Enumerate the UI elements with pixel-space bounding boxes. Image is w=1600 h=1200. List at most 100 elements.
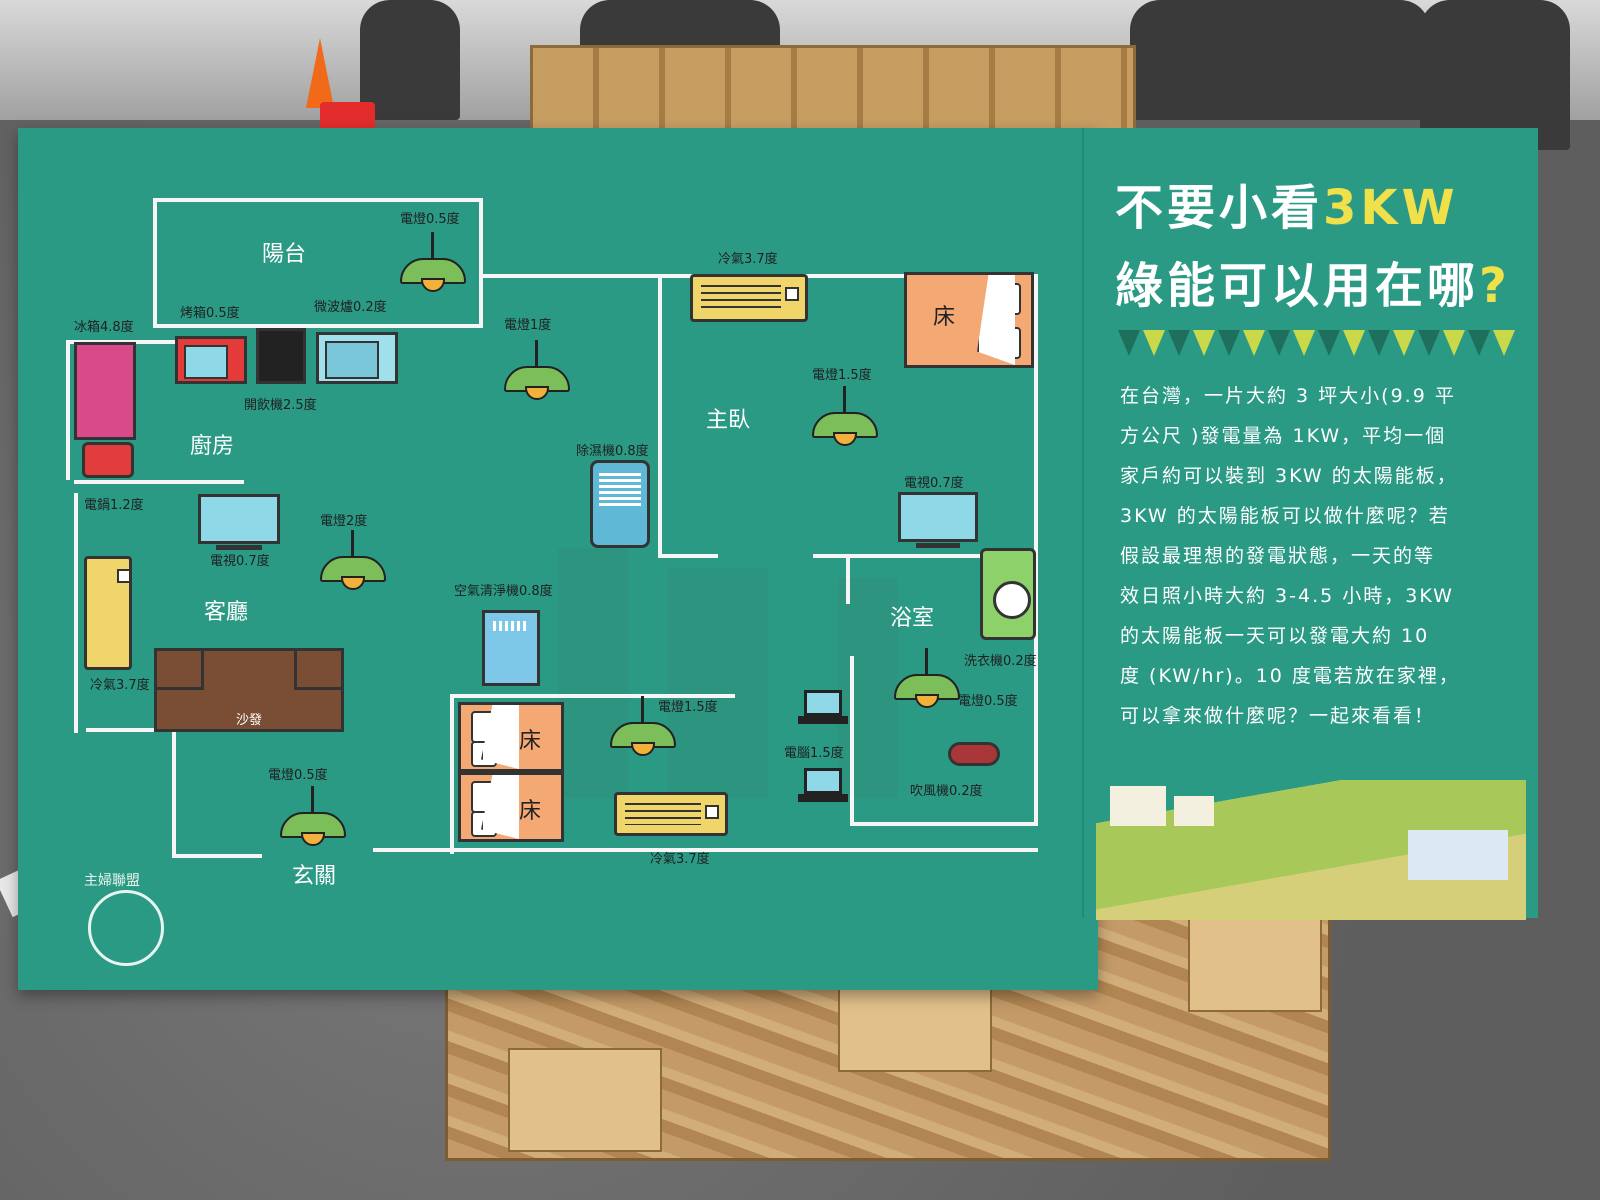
laptop-icon xyxy=(798,690,848,728)
title-highlight: 3KW xyxy=(1323,180,1459,236)
laptop-icon xyxy=(798,768,848,806)
organization-logo xyxy=(88,890,164,966)
room-label-living: 客廳 xyxy=(204,600,249,625)
bunting-flag xyxy=(1268,330,1290,356)
wall xyxy=(854,822,1038,826)
lamp-icon xyxy=(812,386,878,448)
label-dehumidifier: 除濕機0.8度 xyxy=(576,444,649,459)
wall xyxy=(172,854,262,858)
oven-icon xyxy=(175,336,247,384)
bed-label: 床 xyxy=(933,305,956,330)
paragraph-line: 可以拿來做什麼呢？一起來看看！ xyxy=(1120,705,1436,727)
label-lamp-bedroom: 電燈1.5度 xyxy=(658,700,718,715)
bunting-flag xyxy=(1193,330,1215,356)
label-lamp-bath: 電燈0.5度 xyxy=(958,694,1018,709)
label-ac-bedroom: 冷氣3.7度 xyxy=(650,852,710,867)
fridge-icon xyxy=(74,342,136,440)
sofa-icon: 沙發 xyxy=(154,648,344,732)
air-conditioner-icon xyxy=(614,792,728,836)
picnic-blanket-icon xyxy=(1408,830,1508,880)
bed-icon: 床 xyxy=(904,272,1034,368)
lamp-icon xyxy=(894,648,960,710)
person-silhouette xyxy=(1420,0,1570,150)
landscape-illustration xyxy=(1096,780,1526,920)
lamp-icon xyxy=(280,786,346,848)
label-air-purifier: 空氣清淨機0.8度 xyxy=(454,584,553,599)
title-prefix: 不要小看 xyxy=(1115,180,1324,236)
paragraph-line: 效日照小時大約 3-4.5 小時，3KW xyxy=(1120,585,1454,607)
bed-icon: 床 xyxy=(458,702,564,772)
bunting-flag xyxy=(1218,330,1240,356)
skyline-shape xyxy=(558,548,628,798)
bunting-flag xyxy=(1293,330,1315,356)
wall xyxy=(153,324,483,328)
paragraph-line: 度 (KW/hr)。10 度電若放在家裡， xyxy=(1120,665,1460,687)
wall xyxy=(813,554,1038,558)
bunting-flag xyxy=(1493,330,1515,356)
bunting-flag xyxy=(1443,330,1465,356)
label-fridge: 冰箱4.8度 xyxy=(74,320,134,335)
bunting-flag xyxy=(1318,330,1340,356)
washing-machine-icon xyxy=(980,548,1036,640)
wall xyxy=(153,198,157,328)
logo-text: 主婦聯盟 xyxy=(84,873,140,889)
wall xyxy=(74,493,78,733)
label-lamp-living: 電燈2度 xyxy=(320,514,368,529)
label-hair-dryer: 吹風機0.2度 xyxy=(910,784,983,799)
bunting-flag xyxy=(1418,330,1440,356)
wall xyxy=(450,694,735,698)
air-conditioner-icon xyxy=(690,274,808,322)
bunting-flag xyxy=(1243,330,1265,356)
lamp-icon xyxy=(504,340,570,402)
pallet-block xyxy=(1188,918,1322,1012)
market-tent-icon xyxy=(1110,786,1166,826)
label-tv-master: 電視0.7度 xyxy=(904,476,964,491)
paragraph-line: 3KW 的太陽能板可以做什麼呢？若 xyxy=(1120,505,1450,527)
sofa-label: 沙發 xyxy=(235,713,262,728)
wall xyxy=(153,198,483,202)
tv-icon xyxy=(198,494,280,550)
label-microwave: 微波爐0.2度 xyxy=(314,300,387,315)
title-question-mark: ? xyxy=(1479,258,1511,314)
wall xyxy=(66,340,70,480)
bed-label: 床 xyxy=(519,799,542,824)
bunting-flag xyxy=(1468,330,1490,356)
wall xyxy=(373,848,1038,852)
label-lamp-master: 電燈1.5度 xyxy=(812,368,872,383)
bunting-flag xyxy=(1118,330,1140,356)
air-purifier-icon xyxy=(482,610,540,686)
red-stool xyxy=(320,102,375,132)
bunting-flag xyxy=(1343,330,1365,356)
bunting-flag xyxy=(1143,330,1165,356)
paragraph-line: 的太陽能板一天可以發電大約 10 xyxy=(1120,625,1430,647)
label-water-dispenser: 開飲機2.5度 xyxy=(244,398,317,413)
wall xyxy=(846,554,850,604)
dehumidifier-icon xyxy=(590,460,650,548)
pallet-block xyxy=(508,1048,662,1152)
paragraph-line: 假設最理想的發電狀態，一天的等 xyxy=(1120,545,1436,567)
label-lamp-entrance: 電燈0.5度 xyxy=(268,768,328,783)
paragraph-line: 在台灣，一片大約 3 坪大小(9.9 平 xyxy=(1120,385,1456,407)
person-silhouette xyxy=(360,0,460,120)
panel-title-line1: 不要小看3KW xyxy=(1115,168,1459,238)
title-line2-text: 綠能可以用在哪 xyxy=(1115,258,1480,314)
wall xyxy=(658,278,662,558)
label-washer: 洗衣機0.2度 xyxy=(964,654,1037,669)
bed-icon: 床 xyxy=(458,772,564,842)
skyline-shape xyxy=(668,568,768,798)
rice-cooker-icon xyxy=(82,442,134,478)
label-tv-living: 電視0.7度 xyxy=(210,554,270,569)
wall xyxy=(172,728,176,858)
label-ac-living: 冷氣3.7度 xyxy=(90,678,150,693)
label-lamp-balcony: 電燈0.5度 xyxy=(400,212,460,227)
air-conditioner-icon xyxy=(84,556,132,670)
bunting-flag xyxy=(1168,330,1190,356)
description-paragraph: 在台灣，一片大約 3 坪大小(9.9 平 方公尺 )發電量為 1KW，平均一個 … xyxy=(1120,376,1518,736)
bunting-flag xyxy=(1368,330,1390,356)
lamp-icon xyxy=(320,530,386,592)
room-label-bath: 浴室 xyxy=(890,606,935,631)
paragraph-line: 家戶約可以裝到 3KW 的太陽能板， xyxy=(1120,465,1458,487)
wall xyxy=(1034,274,1038,824)
room-label-kitchen: 廚房 xyxy=(190,434,235,459)
